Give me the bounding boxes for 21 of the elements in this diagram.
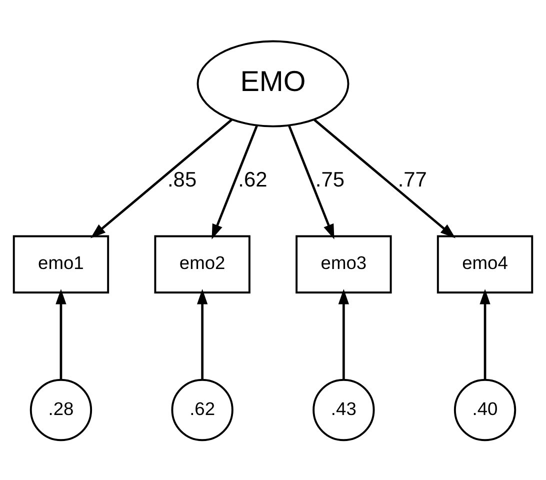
arrow: [288, 124, 334, 239]
node-box: emo4: [436, 234, 534, 293]
node-box: emo1: [12, 234, 110, 293]
arrow: [480, 288, 490, 380]
node-circle: .40: [454, 378, 516, 441]
edge-label: .77: [398, 168, 427, 191]
edge-label: .75: [315, 168, 344, 191]
arrow: [314, 118, 456, 238]
node-circle: .43: [312, 378, 375, 441]
edge-label: .85: [167, 168, 197, 191]
arrow: [197, 288, 208, 380]
node-circle: .62: [171, 378, 234, 441]
arrow: [90, 118, 232, 238]
node-circle: .28: [30, 378, 92, 441]
arrow: [56, 288, 66, 380]
node-box: emo2: [154, 234, 250, 293]
arrow: [338, 288, 349, 380]
node-ellipse: EMO: [196, 40, 350, 127]
arrow: [212, 124, 258, 239]
edge-label: .62: [238, 168, 268, 191]
node-box: emo3: [296, 234, 392, 293]
